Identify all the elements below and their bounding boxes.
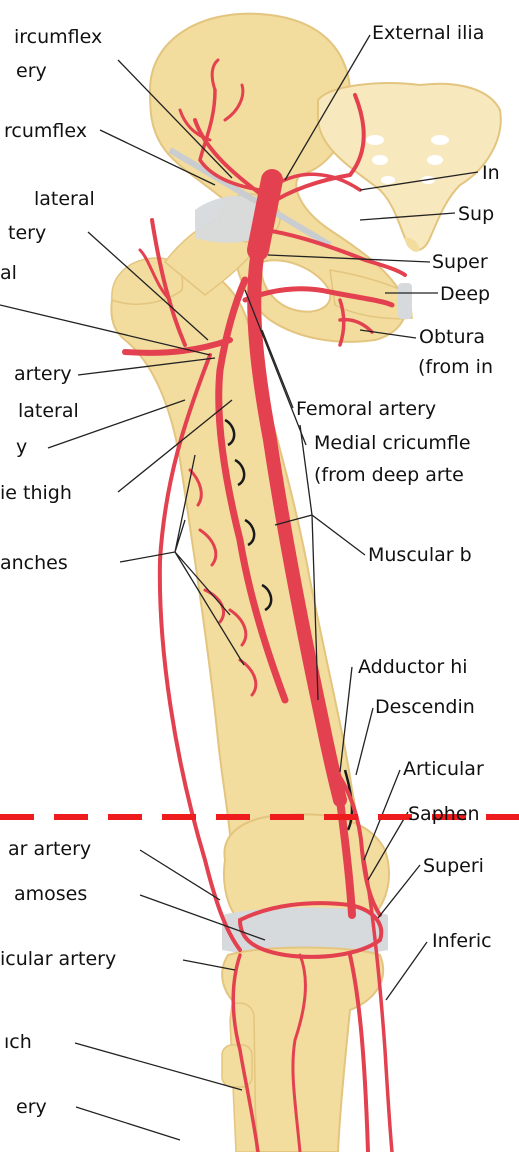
label-adductor-hiatus: Adductor hi bbox=[358, 656, 468, 678]
label-medial-circumflex: Medial cricumfle bbox=[314, 432, 471, 454]
fibula-head bbox=[222, 1045, 252, 1087]
label-superior: Superi bbox=[423, 855, 484, 877]
label-right-in: In bbox=[482, 162, 500, 184]
sacrum-body bbox=[318, 83, 501, 250]
label-muscular-branches: Muscular b bbox=[368, 544, 472, 566]
label-left-al: al bbox=[0, 262, 17, 284]
label-right-super: Super bbox=[432, 251, 488, 273]
label-right-deep: Deep bbox=[440, 283, 490, 305]
leader-line bbox=[75, 1043, 242, 1090]
label-left-artery-3: artery bbox=[14, 363, 72, 385]
label-left-artery-2: tery bbox=[8, 222, 46, 244]
label-left-articular-artery: icular artery bbox=[0, 948, 116, 970]
label-left-branch: ıch bbox=[4, 1031, 32, 1053]
sacral-foramen bbox=[431, 135, 449, 145]
label-left-artery-5: ery bbox=[16, 1096, 47, 1118]
label-femoral-artery: Femoral artery bbox=[296, 398, 436, 420]
label-left-artery: ery bbox=[16, 60, 47, 82]
sacral-foramen bbox=[372, 155, 388, 165]
sacral-foramen bbox=[427, 155, 443, 165]
label-right-obturator: Obtura bbox=[419, 326, 485, 348]
lower-leg-bones bbox=[222, 948, 383, 1152]
sacral-foramen bbox=[381, 176, 395, 184]
label-from-deep-artery: (from deep arte bbox=[314, 464, 464, 486]
label-articular: Articular bbox=[403, 758, 484, 780]
sacral-foramen bbox=[366, 135, 384, 145]
label-left-artery-4: ar artery bbox=[8, 838, 91, 860]
label-left-lateral-2: lateral bbox=[18, 400, 79, 422]
label-left-anastomoses: amoses bbox=[14, 883, 87, 905]
label-saphenous: Saphen bbox=[408, 803, 480, 825]
label-inferior: Inferic bbox=[432, 930, 492, 952]
leader-line bbox=[386, 942, 427, 1000]
label-left-y: y bbox=[16, 436, 27, 458]
label-right-from-in: (from in bbox=[418, 356, 493, 378]
label-left-thigh: ie thigh bbox=[0, 482, 72, 504]
leader-line bbox=[356, 708, 373, 775]
label-left-branches: anches bbox=[0, 552, 68, 574]
label-descending: Descendin bbox=[375, 696, 475, 718]
leader-line bbox=[76, 1107, 180, 1140]
label-left-lateral: lateral bbox=[34, 188, 95, 210]
label-right-sup: Sup bbox=[458, 203, 494, 225]
pubic-symphysis bbox=[398, 283, 412, 319]
sacrum bbox=[318, 83, 501, 252]
label-left-circumflex: ircumflex bbox=[14, 26, 102, 48]
label-external-iliac: External ilia bbox=[372, 22, 484, 44]
label-left-circumflex-2: rcumflex bbox=[4, 120, 87, 142]
